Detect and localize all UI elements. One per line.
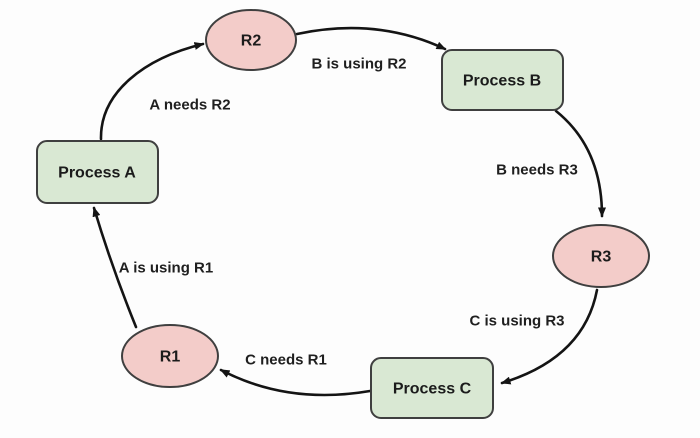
- r2-label: R2: [241, 33, 262, 50]
- process-c-box: [370, 357, 494, 419]
- edge-label-a-using-r1: A is using R1: [119, 260, 213, 277]
- process-c-label: Process C: [393, 381, 472, 398]
- edge-label-a-needs-r2: A needs R2: [149, 97, 230, 114]
- node-r1: R1: [121, 324, 219, 388]
- process-b-label: Process B: [463, 73, 541, 90]
- r2-ellipse: [205, 9, 297, 71]
- r3-label: R3: [591, 249, 612, 266]
- edge-label-c-needs-r1: C needs R1: [245, 352, 327, 369]
- edge-arrow-a-using-r1: [92, 206, 138, 329]
- process-b-box: [441, 49, 564, 111]
- node-process-b: Process B: [441, 49, 564, 111]
- edge-arrow-c-needs-r1: [219, 368, 372, 397]
- edge-arrow-b-needs-r3: [554, 109, 606, 218]
- r1-ellipse: [121, 324, 219, 388]
- edge-arrow-c-using-r3: [500, 288, 599, 385]
- r3-ellipse: [552, 224, 650, 288]
- edge-label-b-using-r2: B is using R2: [311, 56, 406, 73]
- r1-label: R1: [160, 349, 181, 366]
- process-a-box: [36, 140, 159, 204]
- edge-labels: A needs R2 B is using R2 B needs R3 C is…: [119, 56, 578, 369]
- node-r3: R3: [552, 224, 650, 288]
- edge-arrow-a-needs-r2: [99, 42, 205, 141]
- edge-arrow-b-using-r2: [295, 26, 447, 51]
- node-r2: R2: [205, 9, 297, 71]
- node-process-a: Process A: [36, 140, 159, 204]
- edge-label-c-using-r3: C is using R3: [469, 313, 564, 330]
- process-a-label: Process A: [58, 165, 136, 182]
- edge-label-b-needs-r3: B needs R3: [496, 162, 578, 179]
- node-process-c: Process C: [370, 357, 494, 419]
- edges: [92, 26, 606, 397]
